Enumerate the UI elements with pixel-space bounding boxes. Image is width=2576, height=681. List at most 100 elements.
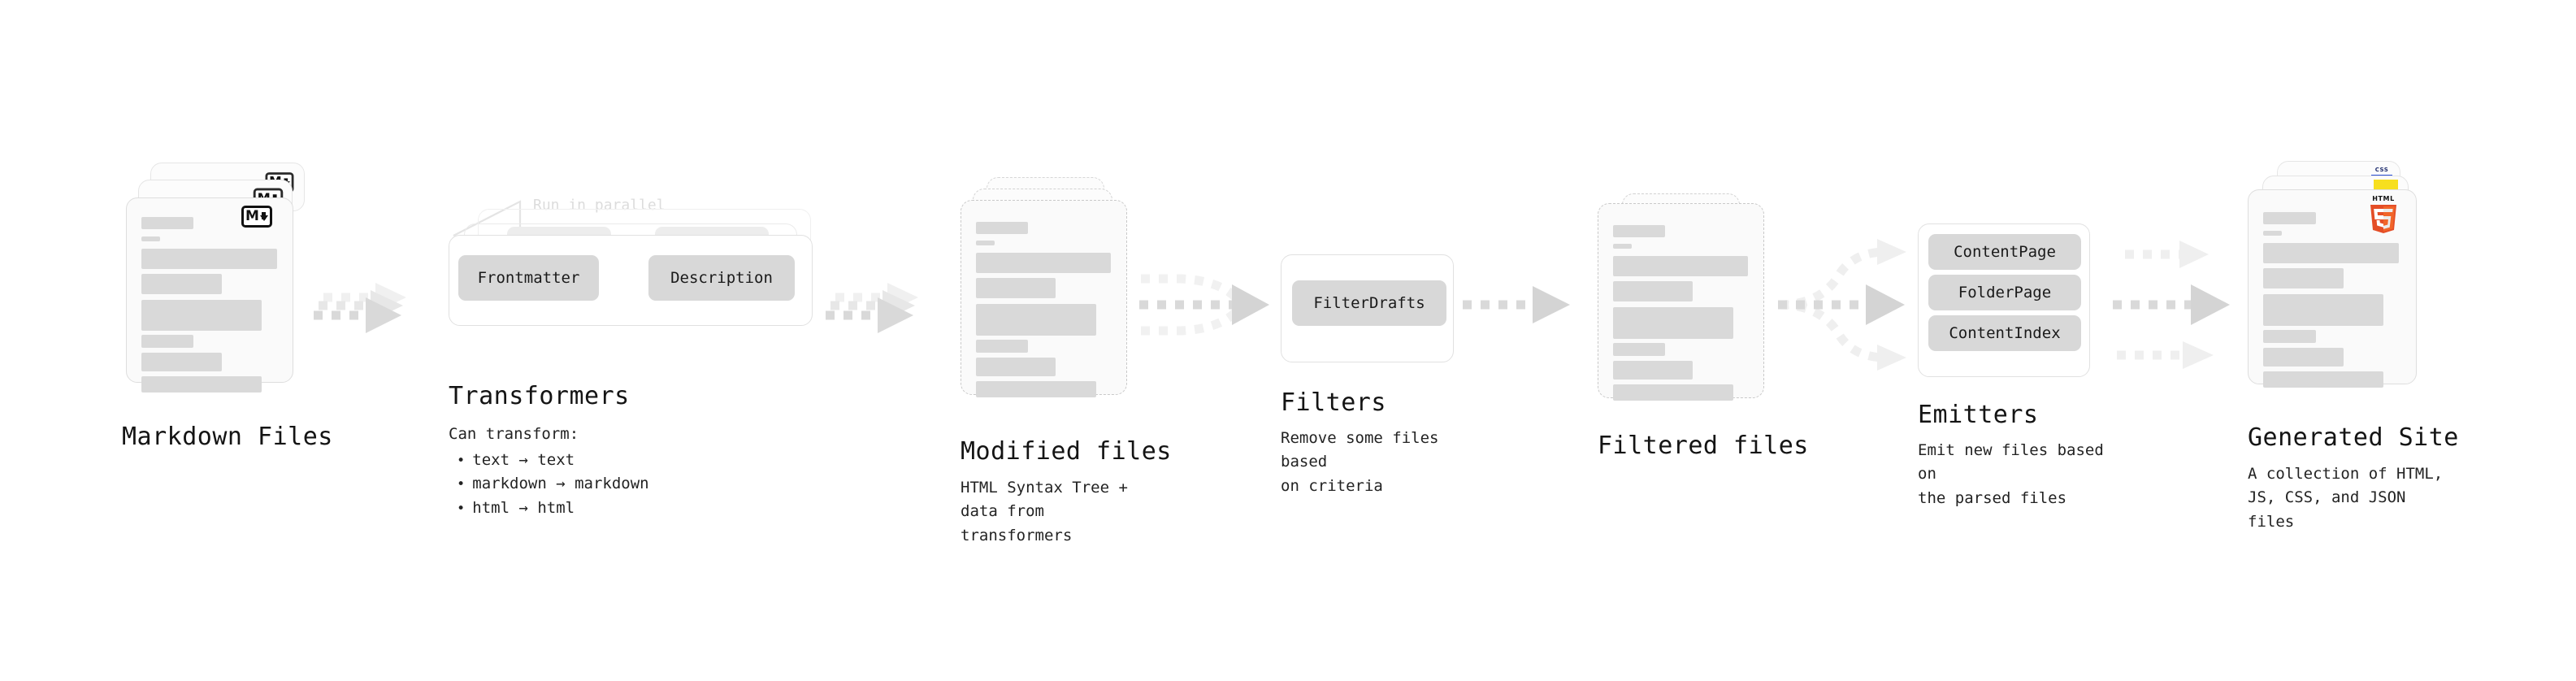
connector-markdown-to-transformers (314, 283, 406, 333)
filter-node-label: FilterDrafts (1313, 294, 1425, 312)
stage-desc-emitters: Emit new files based on the parsed files (1918, 441, 2104, 507)
stage-title-modified-files: Modified files (961, 437, 1172, 466)
transformer-node-label: Description (670, 269, 773, 287)
stage-title-transformers: Transformers (449, 382, 630, 410)
connector-filters-to-filtered (1463, 286, 1570, 323)
list-item: • markdown → markdown (457, 472, 649, 496)
filtered-card-stack (1598, 193, 1785, 405)
placeholder-bar (976, 222, 1028, 234)
run-in-parallel-leader (453, 200, 522, 236)
modified-card-stack (961, 177, 1147, 401)
placeholder-bar (141, 274, 222, 294)
filter-node-filterdrafts[interactable]: FilterDrafts (1292, 280, 1446, 326)
connector-modified-to-filters (1139, 274, 1269, 336)
markdown-card-stack: M M M (126, 163, 317, 393)
transformers-box-front[interactable]: Frontmatter Description (449, 235, 813, 326)
list-item-label: text → text (472, 451, 575, 469)
placeholder-bar (141, 376, 262, 393)
connector-emitters-to-site (2113, 241, 2230, 369)
placeholder-bar (976, 340, 1028, 353)
placeholder-bar (2263, 294, 2383, 326)
emitter-node-folderpage[interactable]: FolderPage (1928, 275, 2081, 310)
connector-filtered-to-emitters (1778, 239, 1906, 371)
html5-shield-icon (2370, 205, 2396, 233)
placeholder-bar (1613, 343, 1665, 356)
placeholder-bar (2263, 268, 2344, 288)
stage-modified-files: Modified files HTML Syntax Tree + data f… (961, 177, 1171, 544)
placeholder-bar (1613, 361, 1693, 380)
bullet-icon: • (457, 453, 466, 469)
modified-card-front (961, 200, 1127, 397)
placeholder-bar (2263, 243, 2399, 263)
stage-desc-filters: Remove some files based on criteria (1281, 429, 1439, 495)
placeholder-bar (976, 278, 1056, 298)
stage-markdown-files: M M M Markdown F (122, 163, 332, 451)
markdown-card-front (126, 197, 293, 393)
transformer-node-description[interactable]: Description (648, 255, 795, 301)
stage-desc-modified-files: HTML Syntax Tree + data from transformer… (961, 479, 1128, 544)
css-badge-label: CSS (2374, 167, 2389, 173)
list-item: • text → text (457, 449, 649, 472)
markdown-badge-arrow-icon (259, 212, 268, 221)
list-item: • html → html (457, 497, 649, 520)
placeholder-bar (141, 353, 222, 371)
emitters-box[interactable]: ContentPage FolderPage ContentIndex (1918, 223, 2090, 377)
emitter-node-label: FolderPage (1958, 284, 2052, 301)
html5-badge-top-label: HTML (2372, 195, 2395, 202)
html5-badge-icon: HTML (2367, 196, 2400, 233)
placeholder-bar (141, 335, 193, 348)
placeholder-bar (2263, 371, 2383, 388)
filtered-card-front (1598, 203, 1764, 401)
bullet-icon: • (457, 500, 466, 517)
stage-title-emitters: Emitters (1918, 401, 2039, 429)
stage-transformers: Run in parallel Frontmatter Description … (449, 197, 839, 517)
placeholder-bar (141, 300, 262, 331)
placeholder-bar (1613, 256, 1748, 276)
placeholder-bar (1613, 281, 1693, 301)
markdown-badge-letter: M (245, 208, 259, 224)
emitter-node-contentpage[interactable]: ContentPage (1928, 234, 2081, 270)
stage-generated-site: CSS HTML (2248, 161, 2458, 531)
placeholder-bar (1613, 384, 1733, 401)
stage-title-generated-site: Generated Site (2248, 423, 2459, 452)
emitters-box-wrap: ContentPage FolderPage ContentIndex (1918, 223, 2105, 378)
placeholder-bar (2263, 330, 2316, 343)
transformers-box-stack: Frontmatter Description (449, 199, 839, 326)
generated-card-stack: CSS HTML (2248, 161, 2451, 397)
emitter-node-label: ContentIndex (1949, 324, 2061, 342)
placeholder-bar (141, 249, 277, 269)
stage-emitters: ContentPage FolderPage ContentIndex Emit… (1918, 223, 2105, 507)
emitter-node-label: ContentPage (1954, 243, 2056, 261)
placeholder-bar (976, 253, 1111, 273)
filters-box[interactable]: FilterDrafts (1281, 254, 1454, 362)
stage-desc-generated-site: A collection of HTML, JS, CSS, and JSON … (2248, 465, 2444, 531)
placeholder-bar (976, 381, 1096, 397)
placeholder-bar (141, 217, 193, 229)
transformer-node-label: Frontmatter (477, 269, 580, 287)
stage-desc-transformers: Can transform: (449, 425, 579, 443)
transformer-capability-list: • text → text • markdown → markdown • ht… (457, 449, 649, 520)
stage-title-filtered-files: Filtered files (1598, 432, 1809, 460)
placeholder-bar (976, 304, 1096, 336)
list-item-label: markdown → markdown (472, 475, 649, 493)
stage-filtered-files: Filtered files (1598, 193, 1808, 460)
placeholder-bar (2263, 212, 2316, 224)
markdown-badge: M (241, 206, 272, 228)
filters-box-wrap: FilterDrafts (1281, 254, 1459, 364)
stage-title-markdown-files: Markdown Files (122, 423, 333, 451)
transformer-node-frontmatter[interactable]: Frontmatter (458, 255, 599, 301)
stage-title-filters: Filters (1281, 388, 1386, 417)
placeholder-bar (976, 358, 1056, 376)
connector-transformers-to-modified (826, 283, 918, 333)
placeholder-bar (1613, 225, 1665, 237)
placeholder-bar (976, 241, 995, 245)
list-item-label: html → html (472, 498, 575, 517)
bullet-icon: • (457, 476, 466, 493)
placeholder-bar (2263, 231, 2282, 236)
stage-filters: FilterDrafts Filters Remove some files b… (1281, 254, 1459, 495)
placeholder-bar (1613, 244, 1632, 249)
emitter-node-contentindex[interactable]: ContentIndex (1928, 315, 2081, 351)
placeholder-bar (1613, 307, 1733, 339)
placeholder-bar (141, 236, 160, 241)
